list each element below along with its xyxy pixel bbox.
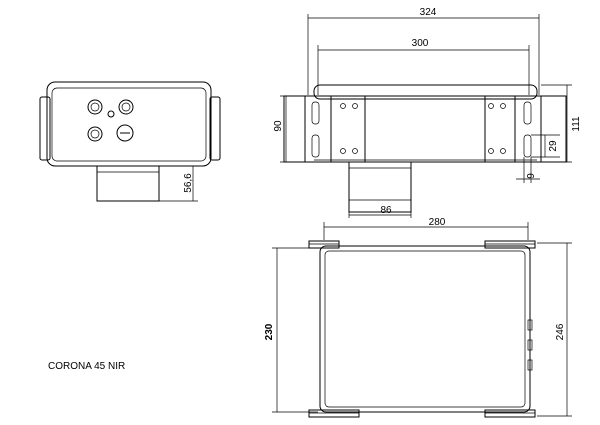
model-label: CORONA 45 NIR bbox=[48, 361, 125, 372]
connector-icon bbox=[118, 99, 134, 115]
side-view: 324 300 90 111 29 9 86 bbox=[273, 7, 582, 218]
dimension-9: 9 bbox=[526, 173, 537, 179]
dimension-29: 29 bbox=[548, 140, 559, 152]
led-icon bbox=[107, 110, 115, 118]
dimension-86: 86 bbox=[380, 205, 392, 216]
dimension-90: 90 bbox=[273, 120, 284, 132]
power-switch-icon bbox=[116, 124, 134, 142]
connector-icon bbox=[87, 126, 103, 142]
dimension-111: 111 bbox=[571, 116, 582, 132]
dimension-230: 230 bbox=[264, 323, 275, 340]
top-view: 280 230 246 bbox=[264, 217, 572, 418]
dimension-300: 300 bbox=[412, 38, 429, 49]
connector-icon bbox=[87, 99, 103, 115]
dimension-246: 246 bbox=[555, 323, 566, 340]
dimension-280: 280 bbox=[429, 217, 446, 228]
dimension-324: 324 bbox=[420, 7, 437, 18]
front-view: 56,6 bbox=[39, 81, 221, 202]
dimension-56-6: 56,6 bbox=[183, 173, 194, 193]
